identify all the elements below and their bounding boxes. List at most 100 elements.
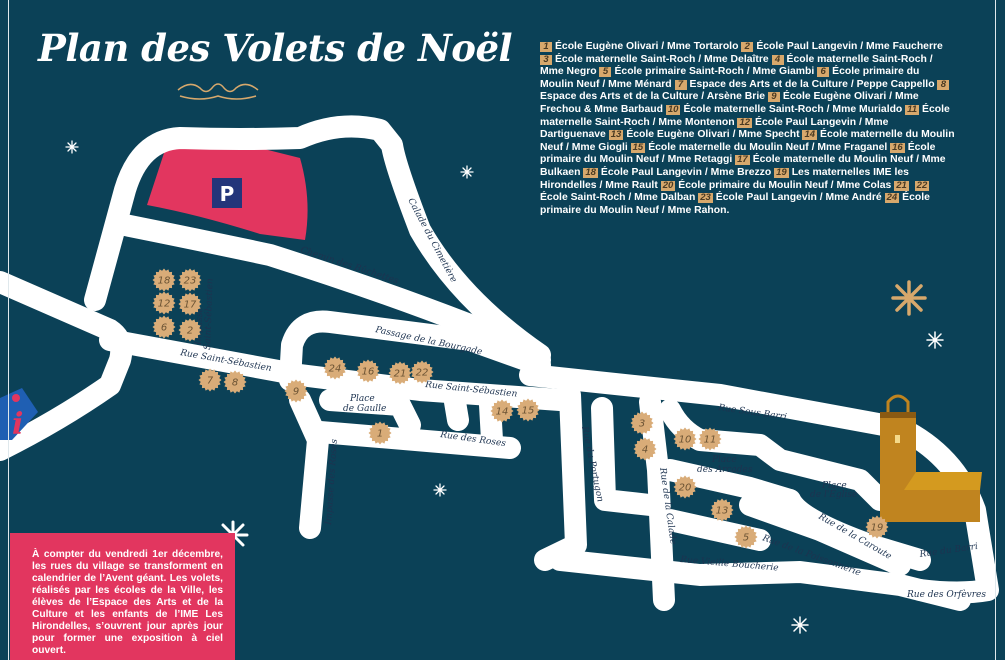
legend-text: École maternelle Saint-Roch / Mme Monten… — [540, 103, 950, 128]
starburst-marker-icon — [198, 368, 222, 392]
advent-marker-9[interactable]: 9 — [284, 379, 308, 403]
legend-number-badge: 8 — [937, 79, 950, 90]
advent-marker-13[interactable]: 13 — [710, 498, 734, 522]
road-rue-portugon — [534, 384, 587, 571]
advent-marker-11[interactable]: 11 — [698, 427, 722, 451]
advent-marker-16[interactable]: 16 — [356, 359, 380, 383]
marker-number: 11 — [704, 435, 717, 446]
legend-text: École Eugène Olivari / Mme Frechou & Mme… — [540, 91, 919, 115]
advent-marker-7[interactable]: 7 — [198, 368, 222, 392]
marker-number: 15 — [522, 406, 535, 417]
advent-marker-20[interactable]: 20 — [673, 475, 697, 499]
star-icon — [460, 165, 474, 179]
advent-marker-3[interactable]: 3 — [630, 411, 654, 435]
advent-marker-18[interactable]: 18 — [152, 268, 176, 292]
marker-number: 4 — [642, 445, 648, 456]
legend-number-badge: 4 — [771, 54, 784, 65]
advent-marker-10[interactable]: 10 — [673, 427, 697, 451]
advent-marker-12[interactable]: 12 — [152, 291, 176, 315]
advent-marker-17[interactable]: 17 — [178, 292, 202, 316]
legend-number-badge: 2 — [741, 42, 754, 52]
advent-marker-15[interactable]: 15 — [516, 398, 540, 422]
road-rue-roses — [309, 421, 521, 459]
roads — [0, 115, 999, 611]
marker-number: 14 — [496, 407, 509, 418]
marker-number: 19 — [871, 523, 884, 534]
starburst-marker-icon — [323, 356, 347, 380]
street-label: Rue du Barri — [918, 542, 979, 560]
advent-marker-22[interactable]: 22 — [410, 360, 434, 384]
starburst-marker-icon — [152, 268, 176, 292]
starburst-marker-icon — [368, 421, 392, 445]
map-title: Plan des Volets de Noël — [38, 26, 513, 70]
advent-marker-2[interactable]: 2 — [178, 318, 202, 342]
starburst-marker-icon — [698, 427, 722, 451]
starburst-marker-icon — [865, 515, 889, 539]
marker-number: 2 — [187, 326, 193, 337]
legend-number-badge: 12 — [737, 116, 753, 128]
road-vieille-boucherie — [549, 549, 971, 611]
advent-marker-4[interactable]: 4 — [633, 437, 657, 461]
advent-marker-1[interactable]: 1 — [368, 421, 392, 445]
legend-number-badge: 15 — [630, 141, 646, 153]
road-inner-1 — [591, 397, 661, 516]
info-text: À compter du vendredi 1er décembre, les … — [32, 549, 223, 656]
legend-entry: 8Espace des Arts et de la Culture / Arsè… — [540, 79, 952, 102]
advent-marker-19[interactable]: 19 — [865, 515, 889, 539]
starburst-marker-icon — [673, 427, 697, 451]
star-icon — [433, 483, 447, 497]
starburst-marker-icon — [152, 291, 176, 315]
legend-entry: 21 — [894, 180, 914, 191]
marker-number: 1 — [377, 429, 383, 440]
road-caroute — [779, 489, 931, 571]
starburst-marker-icon — [284, 379, 308, 403]
legend-text: École Eugène Olivari / Mme Tortarolo — [555, 41, 739, 52]
legend-number-badge: 24 — [884, 192, 900, 204]
advent-marker-23[interactable]: 23 — [178, 268, 202, 292]
svg-text:i: i — [12, 407, 23, 442]
tourist-info-icon[interactable]: i — [0, 388, 38, 442]
legend-text: École Paul Langevin / Mme Dartiguenave — [540, 116, 889, 141]
legend-number-badge: 23 — [698, 192, 713, 204]
advent-marker-21[interactable]: 21 — [388, 361, 412, 385]
marker-number: 5 — [743, 533, 749, 544]
starburst-marker-icon — [410, 360, 434, 384]
legend-number-badge: 7 — [674, 79, 687, 90]
legend-number-badge: 3 — [540, 54, 552, 65]
legend-number-badge: 22 — [914, 179, 930, 191]
starburst-marker-icon — [516, 398, 540, 422]
legend-text: École maternelle du Moulin Neuf / Mme Bu… — [540, 154, 946, 178]
advent-marker-8[interactable]: 8 — [223, 370, 247, 394]
legend-number-badge: 14 — [802, 129, 818, 141]
marker-number: 23 — [184, 276, 197, 287]
marker-number: 20 — [679, 483, 692, 494]
advent-marker-24[interactable]: 24 — [323, 356, 347, 380]
starburst-marker-icon — [673, 475, 697, 499]
starburst-marker-icon — [388, 361, 412, 385]
star-icon — [65, 140, 79, 154]
street-label: Place — [821, 481, 847, 491]
starburst-marker-icon — [178, 268, 202, 292]
advent-marker-14[interactable]: 14 — [490, 399, 514, 423]
advent-marker-5[interactable]: 5 — [734, 525, 758, 549]
marker-number: 8 — [232, 378, 238, 389]
marker-number: 13 — [716, 506, 729, 517]
advent-marker-6[interactable]: 6 — [152, 315, 176, 339]
legend-number-badge: 11 — [905, 103, 920, 115]
legend-text: École maternelle Saint-Roch / Mme Murial… — [683, 103, 903, 115]
legend-text: École primaire du Moulin Neuf / Mme Raho… — [540, 192, 930, 216]
marker-number: 18 — [158, 276, 171, 287]
